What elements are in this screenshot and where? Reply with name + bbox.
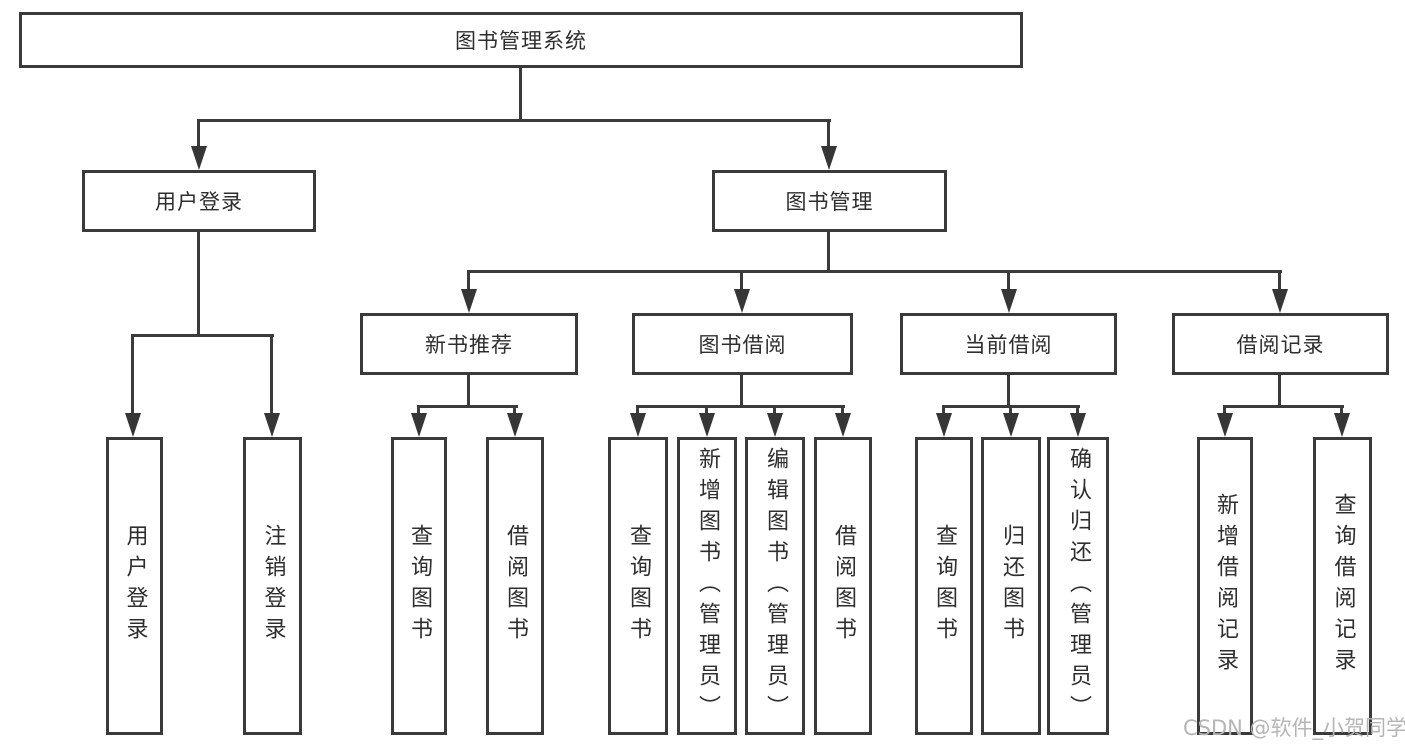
arrow-down-icon <box>630 413 646 437</box>
watermark: CSDN @软件_小贺同学 <box>1183 716 1405 740</box>
leaf-label: 归还图书 <box>999 524 1024 648</box>
arrow-down-icon <box>936 413 952 437</box>
leaf-label: 新增借阅记录 <box>1213 493 1238 679</box>
connector-line <box>1278 270 1281 291</box>
node-borrowing-records: 借阅记录 <box>1172 313 1389 375</box>
arrow-down-icon <box>411 413 427 437</box>
connector-line <box>467 270 470 291</box>
arrow-down-icon <box>734 289 750 313</box>
connector-line <box>197 232 200 336</box>
leaf-confirm-return-admin: 确认归还（管理员） <box>1047 437 1109 735</box>
node-book-borrowing: 图书借阅 <box>632 313 853 375</box>
arrow-down-icon <box>191 146 207 170</box>
connector-line <box>1009 405 1012 417</box>
leaf-return-books: 归还图书 <box>981 437 1041 735</box>
connector-line <box>827 119 830 148</box>
leaf-query-borrow-record: 查询借阅记录 <box>1313 437 1372 735</box>
leaf-query-books: 查询图书 <box>915 437 973 735</box>
leaf-label: 借阅图书 <box>831 524 856 648</box>
leaf-label: 编辑图书（管理员） <box>763 446 788 726</box>
arrow-down-icon <box>1003 413 1019 437</box>
leaf-query-books: 查询图书 <box>608 437 668 735</box>
leaf-label: 借阅图书 <box>503 524 528 648</box>
connector-line <box>270 334 273 415</box>
connector-line <box>705 405 708 417</box>
leaf-add-books-admin: 新增图书（管理员） <box>677 437 737 735</box>
arrow-down-icon <box>125 413 141 437</box>
connector-line <box>1007 270 1010 291</box>
connector-line <box>197 119 831 122</box>
leaf-add-borrow-record: 新增借阅记录 <box>1197 437 1253 735</box>
node-library-management-system: 图书管理系统 <box>19 12 1023 68</box>
leaf-label: 查询图书 <box>407 524 432 648</box>
leaf-label: 查询借阅记录 <box>1330 493 1356 679</box>
connector-line <box>636 405 845 408</box>
leaf-borrow-books: 借阅图书 <box>814 437 872 735</box>
arrow-down-icon <box>264 413 280 437</box>
leaf-label: 查询图书 <box>932 524 957 648</box>
arrow-down-icon <box>835 413 851 437</box>
connector-line <box>131 334 274 337</box>
leaf-user-login: 用户登录 <box>106 437 163 735</box>
arrow-down-icon <box>821 146 837 170</box>
connector-line <box>827 232 830 273</box>
connector-line <box>1340 405 1343 417</box>
connector-line <box>513 405 516 417</box>
leaf-query-books: 查询图书 <box>391 437 447 735</box>
connector-line <box>519 68 522 120</box>
arrow-down-icon <box>507 413 523 437</box>
connector-line <box>467 375 470 407</box>
leaf-label: 注销登录 <box>260 524 286 648</box>
leaf-borrow-books: 借阅图书 <box>486 437 544 735</box>
arrow-down-icon <box>699 413 715 437</box>
node-user-login: 用户登录 <box>82 170 316 232</box>
leaf-logout: 注销登录 <box>243 437 302 735</box>
connector-line <box>942 405 945 417</box>
connector-line <box>740 270 743 291</box>
node-book-management: 图书管理 <box>712 170 947 232</box>
node-new-book-recommendation: 新书推荐 <box>360 313 578 375</box>
arrow-down-icon <box>1217 413 1233 437</box>
arrow-down-icon <box>1070 413 1086 437</box>
leaf-label: 新增图书（管理员） <box>695 446 720 726</box>
connector-line <box>417 405 518 408</box>
connector-line <box>1223 405 1226 417</box>
connector-line <box>417 405 420 417</box>
connector-line <box>841 405 844 417</box>
connector-line <box>197 119 200 148</box>
arrow-down-icon <box>1272 289 1288 313</box>
connector-line <box>1007 375 1010 407</box>
connector-line <box>1223 405 1344 408</box>
node-current-borrowing: 当前借阅 <box>900 313 1117 375</box>
arrow-down-icon <box>461 289 477 313</box>
connector-line <box>740 375 743 407</box>
connector-line <box>1076 405 1079 417</box>
leaf-label: 查询图书 <box>626 524 651 648</box>
leaf-label: 用户登录 <box>122 524 148 648</box>
arrow-down-icon <box>1334 413 1350 437</box>
connector-line <box>1278 375 1281 407</box>
connector-line <box>467 270 1282 273</box>
leaf-edit-books-admin: 编辑图书（管理员） <box>745 437 805 735</box>
connector-line <box>773 405 776 417</box>
connector-line <box>131 334 134 415</box>
arrow-down-icon <box>1001 289 1017 313</box>
leaf-label: 确认归还（管理员） <box>1066 446 1091 726</box>
arrow-down-icon <box>767 413 783 437</box>
connector-line <box>636 405 639 417</box>
